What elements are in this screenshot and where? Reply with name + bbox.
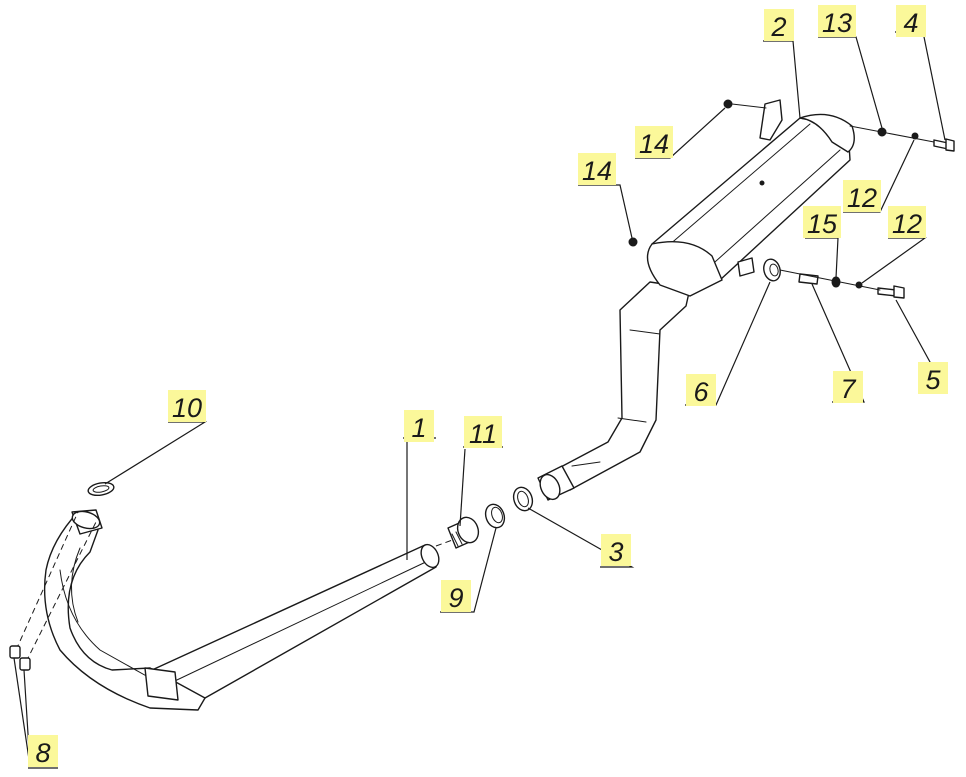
callout-15: 15 <box>803 206 841 239</box>
callout-7: 7 <box>833 371 863 404</box>
callout-4-text: 4 <box>903 8 918 38</box>
part-3-gasket <box>512 486 534 512</box>
part-6-grommet <box>763 258 781 282</box>
callout-10: 10 <box>168 390 206 423</box>
callout-12-upper: 12 <box>843 180 881 213</box>
callout-14-lower: 14 <box>578 153 616 186</box>
callout-5: 5 <box>918 362 948 395</box>
callout-12-upper-text: 12 <box>847 183 877 213</box>
assembly-axis-lines <box>731 103 935 291</box>
callout-13: 13 <box>818 5 856 38</box>
part-5-bolt <box>877 285 905 299</box>
part-12-washer-upper <box>911 132 919 140</box>
callout-7-text: 7 <box>840 374 856 404</box>
callout-13-text: 13 <box>822 8 852 38</box>
callout-2-text: 2 <box>770 12 786 42</box>
link-pipe <box>537 281 691 501</box>
part-10-gasket <box>87 481 115 497</box>
callout-14-upper-text: 14 <box>639 129 669 159</box>
callout-12-lower: 12 <box>888 206 926 239</box>
part-11-clamp <box>435 516 480 549</box>
callout-14-lower-text: 14 <box>582 156 612 186</box>
callout-9-text: 9 <box>448 583 463 613</box>
callout-10-text: 10 <box>172 393 202 423</box>
callout-4: 4 <box>896 5 926 38</box>
callout-1-text: 1 <box>411 413 426 443</box>
callout-8-text: 8 <box>35 738 50 768</box>
callout-3: 3 <box>601 534 631 567</box>
callout-5-text: 5 <box>925 365 941 395</box>
callout-8: 8 <box>28 735 58 768</box>
part-8-nuts <box>9 511 97 671</box>
callout-6-text: 6 <box>693 377 709 407</box>
part-1-rear-pipe <box>151 543 440 700</box>
callout-14-upper: 14 <box>635 126 673 159</box>
callout-3-text: 3 <box>608 537 623 567</box>
callout-11: 11 <box>464 416 502 449</box>
callout-2: 2 <box>764 9 794 42</box>
part-4-bolt <box>933 138 955 152</box>
callout-15-text: 15 <box>807 209 838 239</box>
part-2-muffler <box>646 99 855 297</box>
callout-labels: 1 2 3 4 5 6 7 8 <box>28 5 948 768</box>
callout-11-text: 11 <box>469 419 497 449</box>
part-14-grommets <box>628 99 733 247</box>
callout-9: 9 <box>441 580 471 613</box>
front-bend-pipe <box>43 509 206 711</box>
part-9-sleeve <box>484 503 506 529</box>
callout-1: 1 <box>404 410 434 443</box>
callout-12-lower-text: 12 <box>892 209 922 239</box>
callout-6: 6 <box>686 374 716 407</box>
